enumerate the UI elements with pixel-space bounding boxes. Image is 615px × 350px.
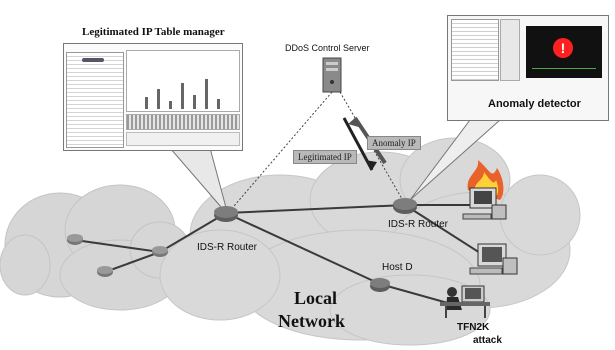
local-network-label-1: Local xyxy=(294,288,337,308)
tfn2k-label: TFN2K xyxy=(457,322,490,333)
table-manager-list-pane xyxy=(66,52,124,148)
anomaly-detector-alert-screen: ! xyxy=(526,26,602,78)
router-left-label: IDS-R Router xyxy=(197,242,258,253)
computer-icon xyxy=(469,243,518,275)
network-links xyxy=(74,204,489,306)
left-cloud xyxy=(0,184,191,311)
server-icon xyxy=(322,57,342,93)
router-right-label: IDS-R Router xyxy=(388,219,449,230)
ids-r-router-left-icon xyxy=(214,206,238,222)
host-d-router-icon xyxy=(370,278,390,292)
legitimated-ip-tag: Legitimated IP xyxy=(293,150,357,164)
bar xyxy=(205,79,208,109)
control-server-label: DDoS Control Server xyxy=(285,43,370,53)
table-manager-selected-item xyxy=(82,58,104,62)
router-icon xyxy=(152,246,168,257)
table-manager-screenshot xyxy=(63,43,243,151)
router-icon xyxy=(97,266,113,277)
table-manager-title: Legitimated IP Table manager xyxy=(82,26,225,38)
local-network-cloud xyxy=(159,137,581,346)
bar xyxy=(145,97,148,109)
alert-trace xyxy=(532,68,596,69)
bar xyxy=(193,95,196,109)
table-manager-band xyxy=(126,114,240,130)
bar xyxy=(157,89,160,109)
anomaly-detector-side-pane xyxy=(500,19,520,81)
table-manager-callout-beam xyxy=(168,147,229,216)
local-network-label-2: Network xyxy=(278,311,345,331)
bar xyxy=(169,101,172,109)
router-icon xyxy=(67,234,83,245)
anomaly-detector-panel: ! Anomaly detector xyxy=(447,15,609,121)
computer-icon xyxy=(462,187,507,220)
ids-r-router-right-icon xyxy=(393,198,417,214)
anomaly-ip-tag: Anomaly IP xyxy=(367,136,421,150)
alert-icon: ! xyxy=(553,38,573,58)
attack-label: attack xyxy=(473,335,502,346)
bar xyxy=(181,83,184,109)
attacker-icon xyxy=(440,285,490,318)
host-d-label: Host D xyxy=(382,262,413,273)
legitimated-ip-arrow xyxy=(342,117,377,171)
anomaly-detector-title: Anomaly detector xyxy=(488,98,581,110)
dashed-link-left xyxy=(227,91,333,214)
bar xyxy=(217,99,220,109)
table-manager-footer xyxy=(126,132,240,146)
table-manager-chart-pane xyxy=(126,50,240,112)
anomaly-detector-list-pane xyxy=(451,19,499,81)
